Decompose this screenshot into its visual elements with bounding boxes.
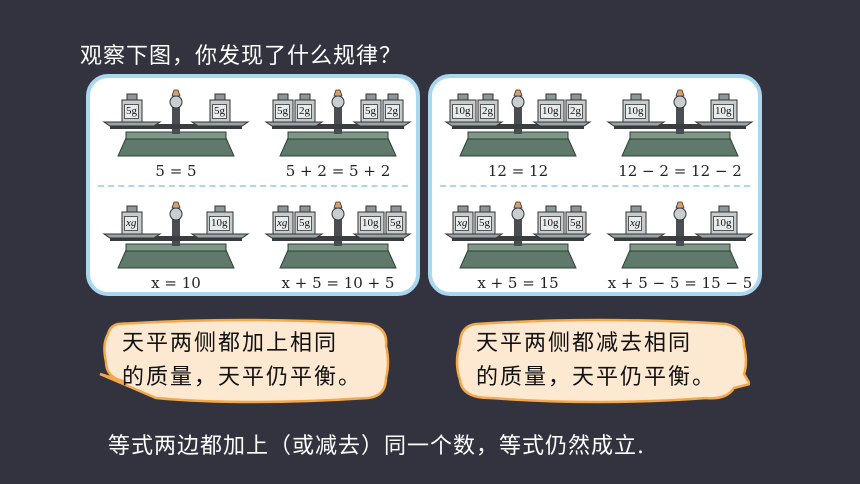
equation-label: x + 5 = 10 + 5 — [281, 274, 395, 292]
bubble-line: 天平两侧都加上相同 — [122, 331, 339, 356]
weight-label: 10g — [540, 104, 561, 119]
balance-cell: 12 − 2 = 12 − 2 10g 10g — [600, 86, 758, 186]
equation-label: 5 + 2 = 5 + 2 — [285, 162, 391, 180]
balance-cell: x + 5 = 10 + 5 xg 5g 10g 5g — [258, 198, 416, 292]
balance-cell: x = 10 xg 10g — [96, 198, 256, 292]
weight-label: 5g — [297, 216, 312, 231]
balance-scale-icon — [444, 201, 592, 269]
speech-bubble-add: 天平两侧都加上相同 的质量，天平仍平衡。 — [96, 318, 392, 404]
weight-label: 10g — [713, 216, 734, 231]
weight-label: 10g — [625, 104, 646, 119]
balance-scale-icon — [264, 201, 412, 269]
equation-label: x + 5 − 5 = 15 − 5 — [607, 274, 753, 292]
bubble-line: 的质量，天平仍平衡。 — [476, 365, 717, 390]
balance-scale-icon — [264, 89, 412, 157]
equation-label: x + 5 = 15 — [477, 274, 559, 292]
cloud-shape-icon — [99, 318, 390, 404]
weight-label: xg — [275, 216, 290, 231]
equation-label: 12 = 12 — [487, 162, 549, 180]
conclusion-text: 等式两边都加上（或减去）同一个数，等式仍然成立. — [108, 434, 645, 459]
balance-cell: 5 = 5 5g 5g — [96, 86, 256, 186]
panel-divider — [440, 185, 750, 187]
weight-label: 10g — [452, 104, 473, 119]
balance-scale-icon — [606, 89, 754, 157]
balance-scale-icon — [606, 201, 754, 269]
weight-label: xg — [124, 216, 139, 231]
weight-label: 5g — [124, 104, 139, 119]
bubble-line: 天平两侧都减去相同 — [476, 331, 693, 356]
weight-label: xg — [628, 216, 643, 231]
equation-label: 5 = 5 — [155, 162, 197, 180]
balance-scale-icon — [444, 89, 592, 157]
speech-bubble-subtract: 天平两侧都减去相同 的质量，天平仍平衡。 — [450, 318, 750, 404]
equation-label: 12 − 2 = 12 − 2 — [618, 162, 742, 180]
bubble-text: 天平两侧都减去相同 的质量，天平仍平衡。 — [476, 327, 716, 395]
cloud-shape-icon — [455, 318, 750, 404]
weight-label: 5g — [212, 104, 227, 119]
weight-label: 5g — [477, 216, 492, 231]
balance-scale-icon — [102, 201, 250, 269]
balance-cell: x + 5 − 5 = 15 − 5 xg 10g — [600, 198, 758, 292]
weight-label: 10g — [360, 216, 381, 231]
weight-label: 5g — [568, 216, 583, 231]
balance-panel-subtract: 12 = 12 10g 2g 10g 2g 12 − 2 = 12 − 2 10g 10… — [428, 74, 762, 296]
slide-title: 观察下图，你发现了什么规律？ — [80, 44, 403, 69]
bubble-line: 的质量，天平仍平衡。 — [122, 365, 363, 390]
panel-divider — [98, 185, 408, 187]
weight-label: 2g — [568, 104, 583, 119]
weight-label: 2g — [297, 104, 312, 119]
weight-label: 5g — [363, 104, 378, 119]
balance-panel-add: 5 = 5 5g 5g 5 + 2 = 5 + 2 5g 2g 5g 2g x = 10… — [86, 74, 420, 296]
weight-label: 10g — [209, 216, 230, 231]
weight-label: 5g — [275, 104, 290, 119]
weight-label: xg — [455, 216, 470, 231]
weight-label: 10g — [540, 216, 561, 231]
equation-label: x = 10 — [151, 274, 201, 292]
weight-label: 5g — [388, 216, 403, 231]
weight-label: 2g — [385, 104, 400, 119]
balance-cell: 12 = 12 10g 2g 10g 2g — [438, 86, 598, 186]
balance-cell: x + 5 = 15 xg 5g 10g 5g — [438, 198, 598, 292]
weight-label: 2g — [480, 104, 495, 119]
bubble-text: 天平两侧都加上相同 的质量，天平仍平衡。 — [122, 327, 362, 395]
weight-label: 10g — [713, 104, 734, 119]
balance-cell: 5 + 2 = 5 + 2 5g 2g 5g 2g — [258, 86, 416, 186]
balance-scale-icon — [102, 89, 250, 157]
